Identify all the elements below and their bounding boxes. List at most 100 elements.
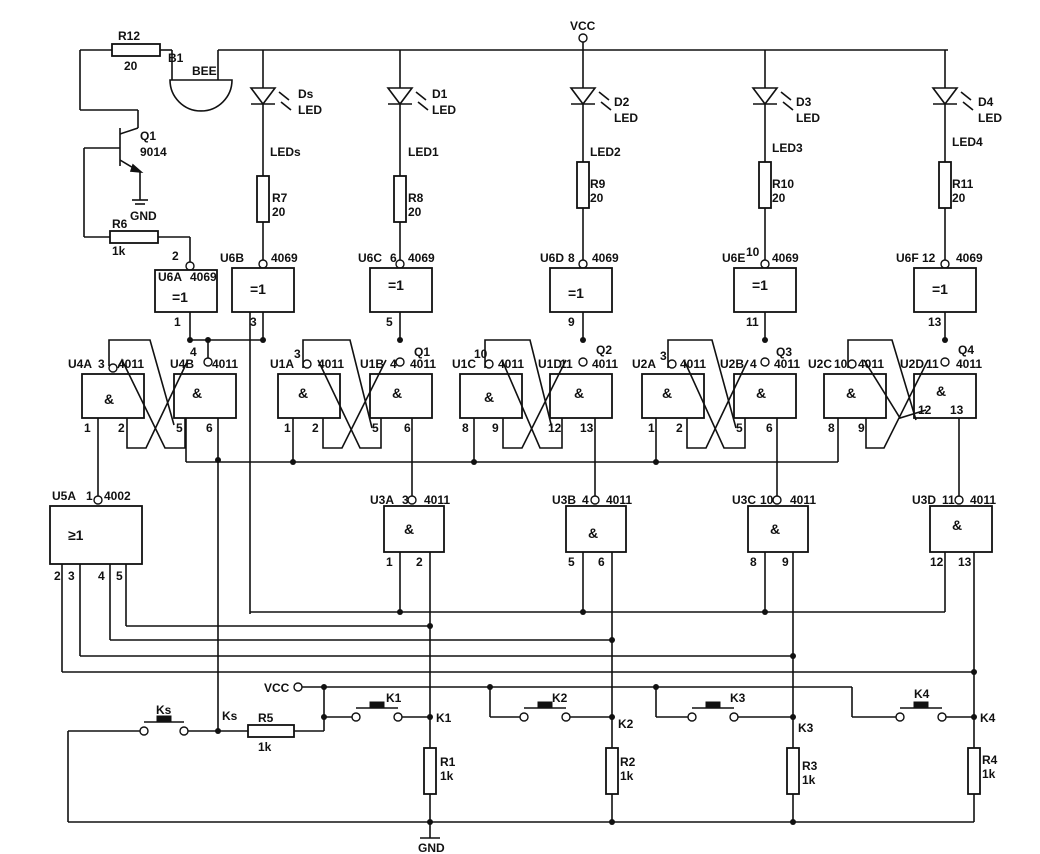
u6d-gate — [549, 267, 613, 313]
u4b-part: 4011 — [212, 357, 238, 371]
u1a-pin1: 1 — [284, 421, 291, 435]
u6d-label: U6D — [540, 251, 564, 265]
u3d-pin12: 12 — [930, 555, 944, 569]
u3a-pin3: 3 — [402, 493, 409, 507]
r6-label: R6 — [112, 217, 128, 231]
led-d2-column: D2 LED LED2 R9 20 — [569, 50, 638, 260]
d1-led-label: LED — [432, 103, 456, 117]
u5a-pin2: 2 — [54, 569, 61, 583]
r8-value: 20 — [408, 205, 422, 219]
u3a-gate — [383, 505, 445, 553]
u6d-pin8: 8 — [568, 251, 575, 265]
r11-value: 20 — [952, 191, 966, 205]
u2c-symbol: & — [846, 385, 856, 401]
u3c-label: U3C — [732, 493, 756, 507]
u3d-pin13: 13 — [958, 555, 972, 569]
r5-value: 1k — [258, 740, 272, 754]
r6-resistor — [109, 230, 159, 244]
u3d-label: U3D — [912, 493, 936, 507]
led-d3-column: D3 LED LED3 R10 20 — [751, 50, 820, 260]
r5-resistor — [247, 724, 295, 738]
k2-switch-label: K2 — [552, 691, 568, 705]
u1c-label: U1C — [452, 357, 476, 371]
r11-resistor — [938, 161, 952, 209]
k4-switch-label: K4 — [914, 687, 930, 701]
reset-bus — [97, 312, 960, 731]
r1-resistor — [423, 747, 437, 795]
ks-switch: Ks Ks R5 1k — [67, 703, 324, 822]
led1-label: LED1 — [408, 145, 439, 159]
r10-value: 20 — [772, 191, 786, 205]
u6-junction — [187, 337, 948, 358]
u6f-pin12: 12 — [922, 251, 936, 265]
u6a-label: U6A — [158, 270, 182, 284]
u6c-symbol: =1 — [388, 277, 404, 293]
r7-label: R7 — [272, 191, 288, 205]
u6c-pin5: 5 — [386, 315, 393, 329]
u3d-gate — [929, 505, 993, 553]
bee-label: BEE — [192, 64, 217, 78]
buzzer-symbol — [169, 79, 233, 112]
q1-emitter-arrow — [129, 163, 144, 174]
r9-label: R9 — [590, 177, 606, 191]
u1a-symbol: & — [298, 385, 308, 401]
u4a-symbol: & — [104, 391, 114, 407]
u2b-symbol: & — [756, 385, 766, 401]
r12-resistor — [111, 43, 161, 57]
u4b-gate — [173, 373, 237, 419]
u2c-pin8: 8 — [828, 421, 835, 435]
r3-value: 1k — [802, 773, 816, 787]
r5-label: R5 — [258, 711, 274, 725]
r9-resistor — [576, 161, 590, 209]
u6f-label: U6F — [896, 251, 919, 265]
r9-value: 20 — [590, 191, 604, 205]
ks-switch-label: Ks — [156, 703, 172, 717]
u5a-pin5: 5 — [116, 569, 123, 583]
r12-label: R12 — [118, 29, 140, 43]
led-d1-column: D1 LED LED1 R8 20 — [386, 50, 456, 260]
u1c-symbol: & — [484, 389, 494, 405]
r4-label: R4 — [982, 753, 998, 767]
k4-node-label: K4 — [980, 711, 996, 725]
u6c-gate — [369, 267, 433, 313]
k1-switch-label: K1 — [386, 691, 402, 705]
r8-resistor — [393, 175, 407, 223]
u4a-part: 4011 — [118, 357, 144, 371]
r4-resistor — [967, 747, 981, 795]
u3a-part: 4011 — [424, 493, 450, 507]
u3b-symbol: & — [588, 525, 598, 541]
u4a-gate — [81, 373, 145, 419]
u6a-symbol: =1 — [172, 289, 188, 305]
u1d-pin13: 13 — [580, 421, 594, 435]
u6f-part: 4069 — [956, 251, 983, 265]
led2-label: LED2 — [590, 145, 621, 159]
u4a-pin2: 2 — [118, 421, 125, 435]
u1c-pin9: 9 — [492, 421, 499, 435]
buzzer-driver: R12 20 B1 BEE Q1 9014 GND R6 1k 2 — [79, 29, 233, 271]
d4-led-label: LED — [978, 111, 1002, 125]
r7-value: 20 — [272, 205, 286, 219]
u5a-symbol: ≥1 — [68, 527, 84, 543]
q4-out-label: Q4 — [958, 343, 974, 357]
r11-label: R11 — [952, 177, 974, 191]
u6e-pin11: 11 — [746, 315, 759, 329]
u1d-symbol: & — [574, 385, 584, 401]
led3-label: LED3 — [772, 141, 803, 155]
u1b-gate — [369, 373, 433, 419]
u3b-label: U3B — [552, 493, 576, 507]
u3c-pin8: 8 — [750, 555, 757, 569]
u1b-pin6: 6 — [404, 421, 411, 435]
u1a-part: 4011 — [318, 357, 344, 371]
u2a-pin2: 2 — [676, 421, 683, 435]
u3d-pin11: 11 — [942, 493, 955, 507]
r1-value: 1k — [440, 769, 454, 783]
u2c-label: U2C — [808, 357, 832, 371]
q3-out-label: Q3 — [776, 345, 792, 359]
u6e-part: 4069 — [772, 251, 799, 265]
k3-node-label: K3 — [798, 721, 814, 735]
u3c-pin10: 10 — [760, 493, 774, 507]
d1-label: D1 — [432, 87, 448, 101]
u2a-label: U2A — [632, 357, 656, 371]
k2-node-label: K2 — [618, 717, 634, 731]
q2-out-label: Q2 — [596, 343, 612, 357]
